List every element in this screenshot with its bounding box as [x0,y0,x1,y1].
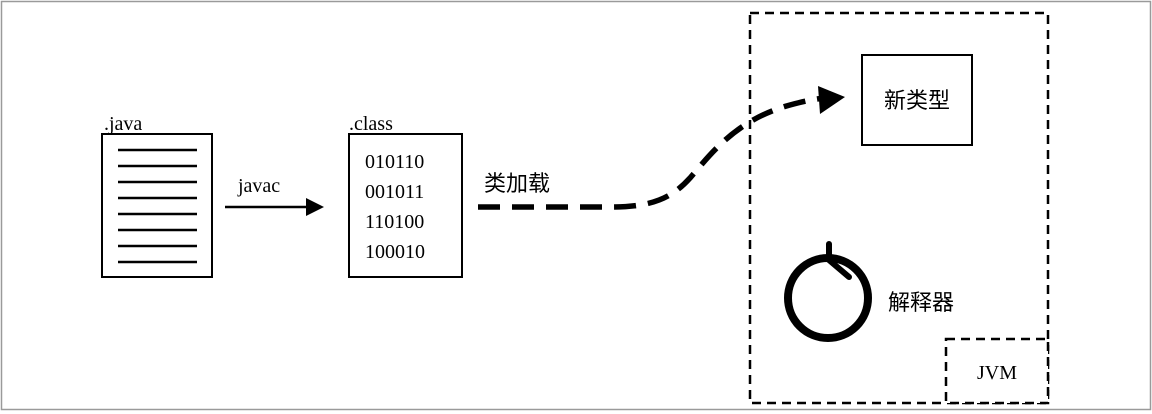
interpreter-loop-icon [784,254,872,342]
javac-label: javac [237,175,280,197]
class-loading-arrow: 类加载 [478,86,845,210]
class-file: .class 010110 001011 110100 100010 [348,113,463,278]
jvm-tag-box [944,337,1050,405]
java-file-lines [118,148,197,264]
java-file-icon [101,133,213,278]
class-loading-dashed-path [478,95,826,210]
new-type-box: 新类型 [861,54,973,146]
jvm-label: JVM [977,362,1017,384]
javac-compile-arrow: javac [225,175,324,216]
java-source-file: .java [101,113,213,278]
interpreter-loop-arrow-icon [826,241,852,280]
class-loading-label: 类加载 [484,171,550,196]
jvm-tag: JVM [944,337,1050,405]
bytecode-line-4: 100010 [365,241,425,263]
bytecode-line-2: 001011 [365,181,424,203]
new-type-rect [861,54,973,146]
bytecode-line-1: 010110 [365,151,424,173]
class-loading-arrow-head-icon [818,86,845,114]
java-file-label: .java [104,113,142,135]
new-type-label: 新类型 [884,88,950,113]
compile-arrow-head-icon [306,198,324,216]
bytecode-line-3: 110100 [365,211,424,233]
class-file-label: .class [349,113,393,135]
class-file-box [348,133,463,278]
interpreter-label: 解释器 [888,290,954,315]
interpreter: 解释器 [784,241,954,342]
